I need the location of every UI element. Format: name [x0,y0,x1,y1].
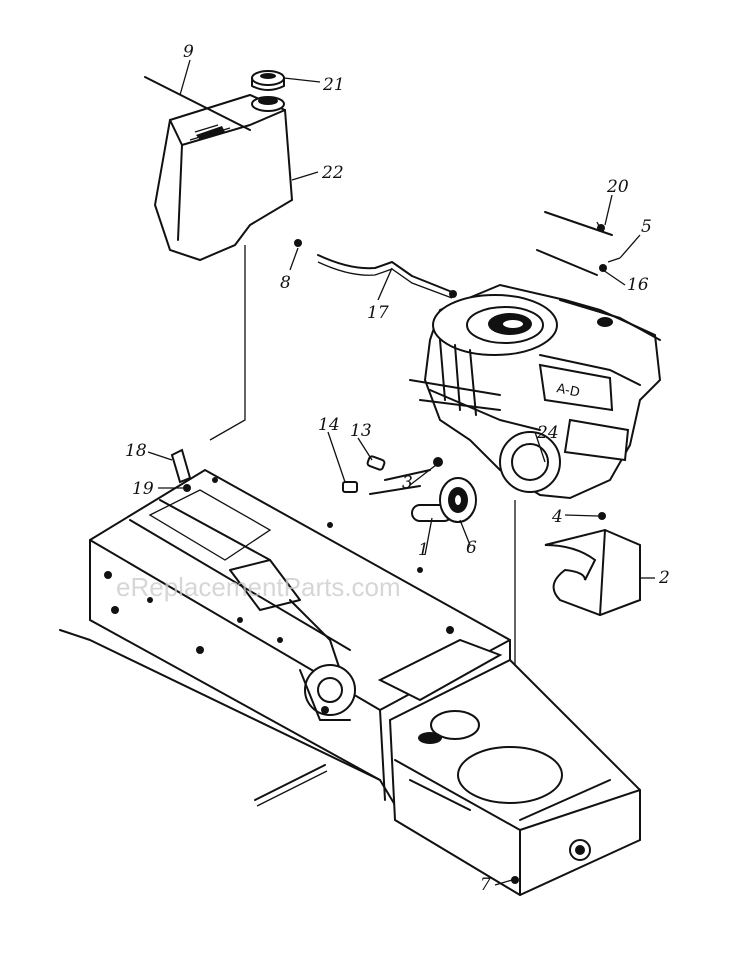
tractor-frame [59,468,641,897]
callout-7: 7 [480,875,491,895]
callout-5: 5 [641,217,652,237]
callout-17: 17 [367,303,389,323]
callout-19: 19 [132,479,154,499]
callout-21: 21 [322,75,345,95]
watermark: eReplacementParts.com [116,572,401,602]
assembly-leader-tank [209,245,246,441]
svg-text:A-D: A-D [555,381,581,401]
callout-6: 6 [466,538,477,558]
callout-18: 18 [125,441,147,461]
engine: A-D [409,283,662,500]
callout-22: 22 [321,163,344,183]
seat-bracket [170,448,192,484]
callout-4: 4 [551,507,563,527]
callout-20: 20 [606,177,629,197]
callout-1: 1 [418,540,429,560]
fuel-cap [251,70,285,91]
engine-shield [544,528,641,617]
callout-13: 13 [350,421,372,441]
bolt [366,455,386,471]
callout-2: 2 [658,568,670,588]
callout-24: 24 [536,423,559,443]
callout-16: 16 [627,275,649,295]
callout-8: 8 [280,273,291,293]
key [342,481,358,493]
throttle-rod-lower [536,249,598,276]
callout-3: 3 [402,473,413,493]
fuel-line [317,254,453,293]
callout-9: 9 [183,42,194,62]
callout-leaders [147,59,655,886]
tank-strap [144,76,251,131]
hose-clamp [294,239,302,247]
callout-14: 14 [318,415,340,435]
engine-pulley [411,477,477,523]
fuel-tank [153,93,294,262]
